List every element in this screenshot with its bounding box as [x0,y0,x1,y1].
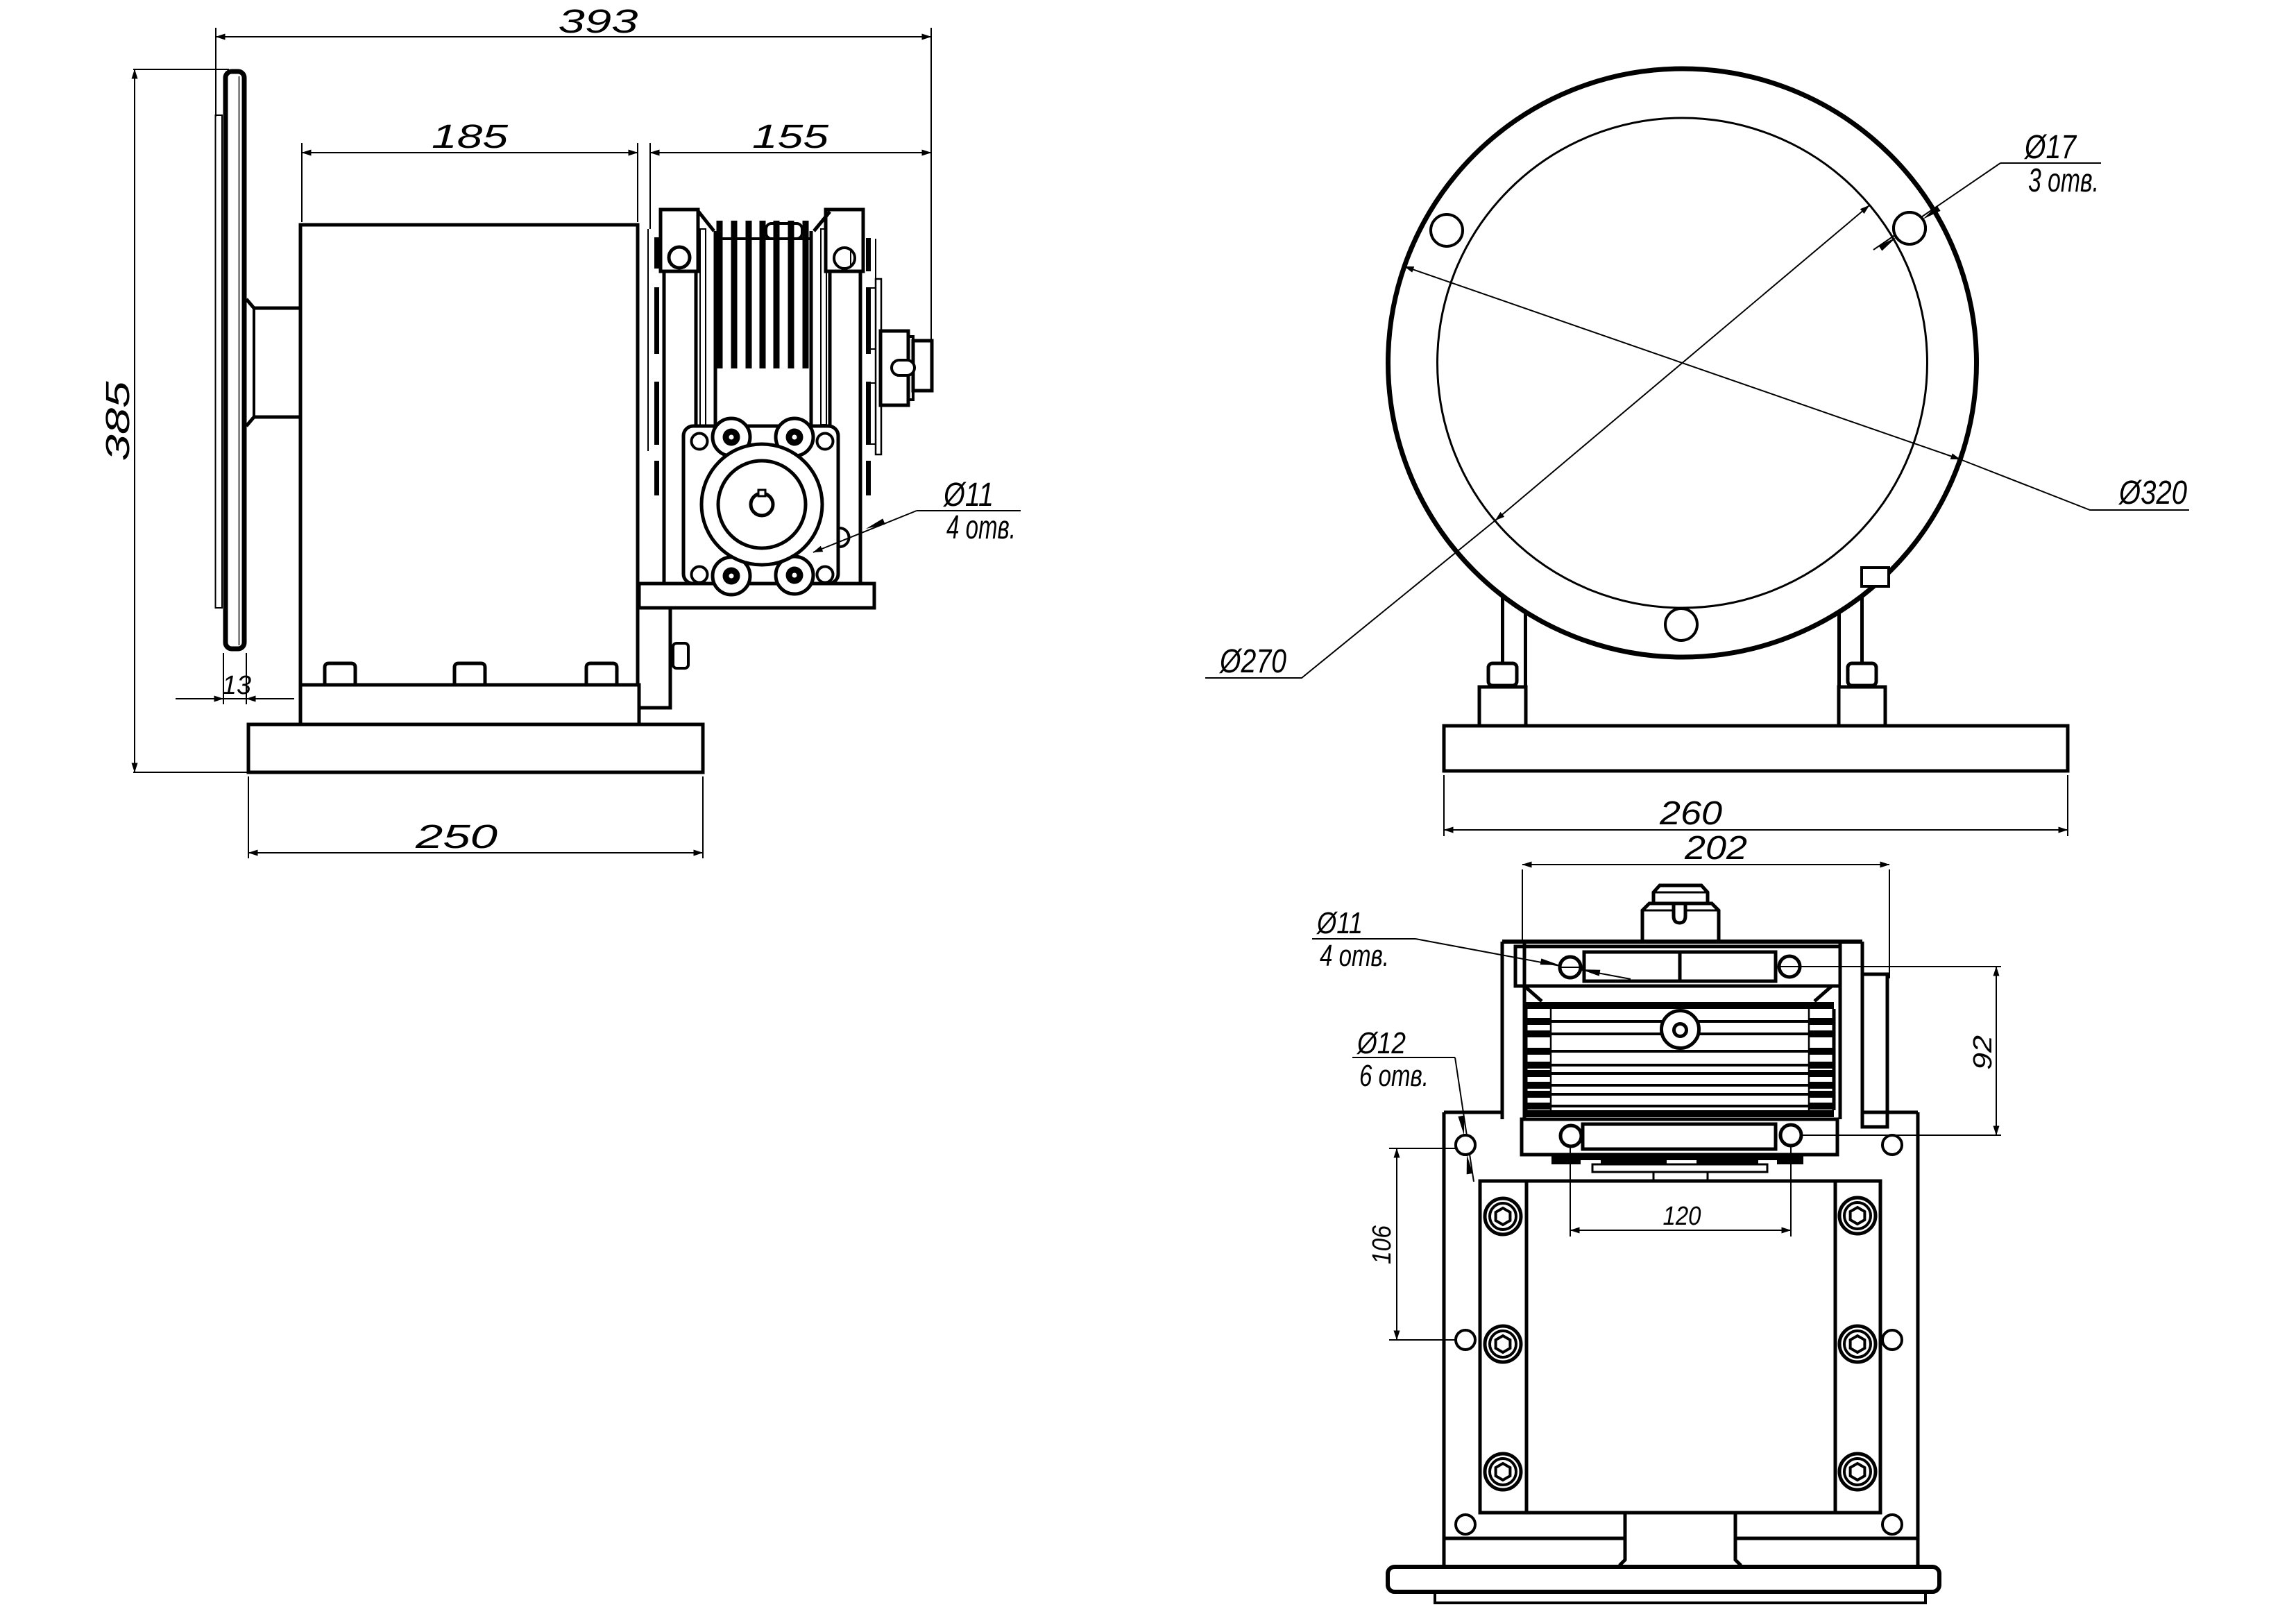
svg-text:106: 106 [1368,1225,1397,1264]
svg-text:260: 260 [1659,795,1722,832]
svg-text:250: 250 [415,819,498,856]
svg-text:385: 385 [100,381,137,461]
svg-text:Ø11: Ø11 [1316,906,1363,940]
svg-text:6 отв.: 6 отв. [1359,1059,1429,1093]
svg-text:92: 92 [1968,1035,1998,1070]
svg-text:202: 202 [1684,830,1747,867]
svg-text:Ø11: Ø11 [942,477,994,513]
svg-text:Ø320: Ø320 [2118,475,2187,511]
svg-text:4 отв.: 4 отв. [1320,939,1389,973]
svg-text:4 отв.: 4 отв. [946,509,1016,546]
svg-text:185: 185 [432,119,508,155]
svg-text:13: 13 [222,671,251,700]
svg-text:155: 155 [752,119,828,155]
svg-text:Ø270: Ø270 [1218,643,1286,680]
svg-text:120: 120 [1663,1202,1701,1231]
svg-text:393: 393 [559,3,638,40]
svg-text:3 отв.: 3 отв. [2028,162,2099,199]
svg-text:Ø17: Ø17 [2023,129,2077,166]
svg-text:Ø12: Ø12 [1356,1026,1406,1060]
